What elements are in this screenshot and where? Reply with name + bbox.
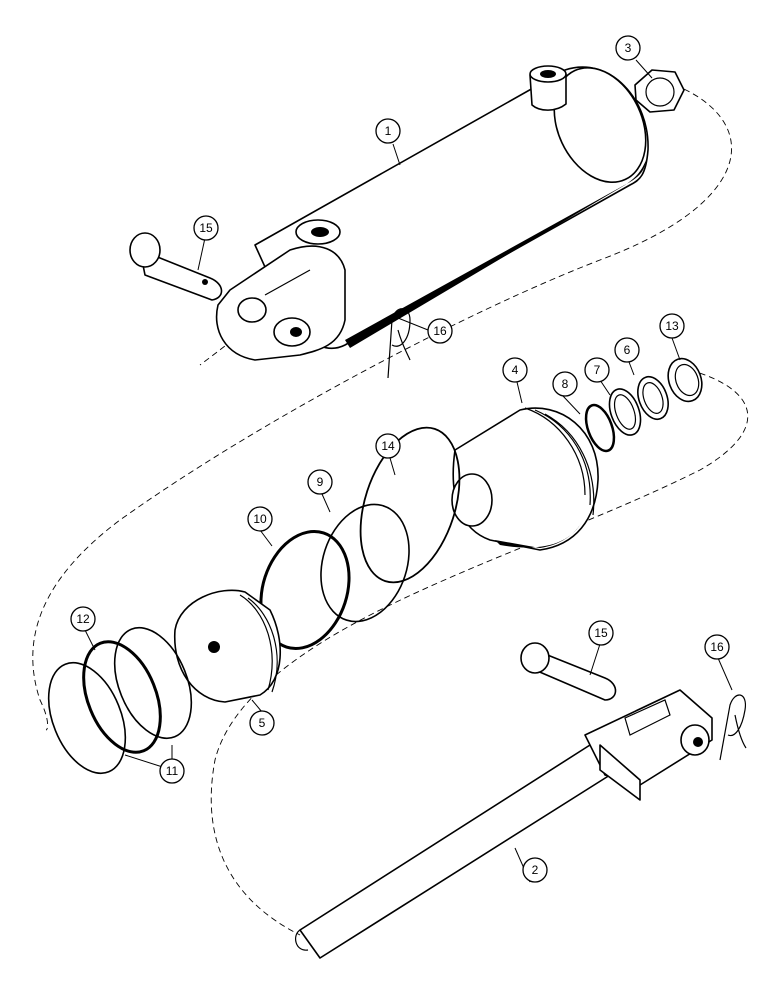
- callout-1: 1: [375, 118, 401, 144]
- piston-rod: [294, 689, 713, 959]
- assembly-path-lines: [32, 84, 748, 936]
- callout-label: 11: [166, 764, 179, 778]
- callout-8: 8: [552, 371, 578, 397]
- snap-ring-14: [359, 426, 461, 584]
- callout-label: 15: [199, 221, 213, 235]
- callout-label: 14: [381, 439, 395, 453]
- ring-11b: [113, 626, 193, 740]
- ring-9: [320, 503, 410, 623]
- callout-14: 14: [375, 433, 401, 459]
- callout-12: 12: [70, 606, 96, 632]
- callout-7: 7: [584, 357, 610, 383]
- callout-label: 7: [594, 363, 601, 377]
- callout-11: 11: [159, 758, 185, 784]
- callout-10: 10: [247, 506, 273, 532]
- callout-16-upper: 16: [427, 318, 453, 344]
- callout-13: 13: [659, 313, 685, 339]
- pin-lower: [520, 642, 617, 701]
- callout-label: 10: [253, 512, 267, 526]
- clip-upper: [387, 308, 411, 379]
- callout-5: 5: [249, 710, 275, 736]
- callout-9: 9: [307, 469, 333, 495]
- piston: [174, 589, 282, 703]
- callout-2: 2: [522, 857, 548, 883]
- callout-label: 5: [259, 716, 266, 730]
- callout-label: 13: [665, 319, 679, 333]
- callout-label: 3: [625, 41, 632, 55]
- callout-label: 1: [385, 124, 392, 138]
- pin-upper: [129, 232, 223, 301]
- ring-7: [608, 388, 642, 436]
- callout-label: 8: [562, 377, 569, 391]
- o-ring-8: [584, 403, 616, 453]
- callout-label: 16: [433, 324, 447, 338]
- cylinder-barrel: [215, 65, 649, 361]
- callout-label: 6: [624, 343, 631, 357]
- o-ring-10: [259, 529, 351, 651]
- clip-lower: [719, 694, 747, 761]
- nut: [634, 69, 685, 113]
- callout-3: 3: [615, 35, 641, 61]
- ring-6: [637, 375, 669, 421]
- ring-11a: [47, 661, 127, 775]
- callout-4: 4: [502, 357, 528, 383]
- callout-label: 12: [76, 612, 90, 626]
- callout-15-lower: 15: [588, 620, 614, 646]
- callout-label: 15: [594, 626, 608, 640]
- gland: [451, 407, 599, 551]
- callout-label: 2: [532, 863, 539, 877]
- callout-label: 4: [512, 363, 519, 377]
- callout-16-lower: 16: [704, 634, 730, 660]
- callout-15-upper: 15: [193, 215, 219, 241]
- ring-12: [82, 640, 162, 754]
- callout-label: 16: [710, 640, 724, 654]
- callout-6: 6: [614, 337, 640, 363]
- callout-label: 9: [317, 475, 324, 489]
- wiper-13: [667, 357, 703, 403]
